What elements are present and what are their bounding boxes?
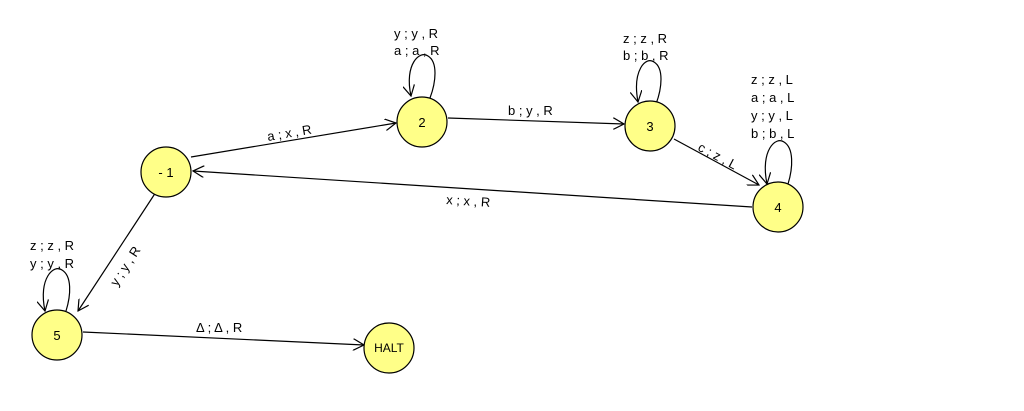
transition-label: b ; b , R bbox=[623, 48, 669, 63]
transition-3-to-3-loop: z ; z , R b ; b , R bbox=[623, 31, 669, 105]
state-label: 4 bbox=[774, 200, 781, 215]
transition-label: y ; y , R bbox=[30, 256, 74, 271]
transition-label: z ; z , R bbox=[623, 31, 667, 46]
transition-2-to-2-loop: y ; y , R a ; a , R bbox=[394, 26, 440, 99]
transition-label: y ; y , R bbox=[394, 26, 438, 41]
transition-label: x ; x , R bbox=[446, 192, 491, 210]
transition-5-to-5-loop: z ; z , R y ; y , R bbox=[30, 238, 74, 311]
state-label: 3 bbox=[646, 119, 653, 134]
transition-4-to-4-loop: z ; z , L a ; a , L y ; y , L b ; b , L bbox=[751, 72, 794, 184]
state-label: 2 bbox=[418, 115, 425, 130]
transition-label: y ; y , L bbox=[751, 108, 793, 123]
transition-label: b ; b , L bbox=[751, 126, 794, 141]
transition-label: a ; x , R bbox=[266, 122, 313, 144]
transition-4-to-1: x ; x , R bbox=[193, 171, 753, 210]
transition-1-to-2: a ; x , R bbox=[190, 122, 396, 158]
transition-label: z ; z , L bbox=[751, 72, 793, 87]
transition-label: Δ ; Δ , R bbox=[196, 320, 242, 335]
transition-label: y ; y , R bbox=[107, 244, 144, 289]
state-halt[interactable]: HALT bbox=[363, 322, 415, 374]
state-3[interactable]: 3 bbox=[624, 100, 676, 152]
state-4[interactable]: 4 bbox=[752, 181, 804, 233]
transition-label: a ; a , L bbox=[751, 90, 794, 105]
state-1[interactable]: - 1 bbox=[140, 146, 192, 198]
transition-label: c ; z , L bbox=[696, 139, 740, 172]
state-2[interactable]: 2 bbox=[396, 96, 448, 148]
transition-5-to-halt: Δ ; Δ , R bbox=[82, 320, 364, 345]
state-label: - 1 bbox=[158, 165, 173, 180]
state-5[interactable]: 5 bbox=[31, 309, 83, 361]
transition-2-to-3: b ; y , R bbox=[447, 103, 624, 124]
transition-3-to-4: c ; z , L bbox=[673, 138, 759, 185]
state-label: 5 bbox=[53, 328, 60, 343]
transition-label: z ; z , R bbox=[30, 238, 74, 253]
transition-label: a ; a , R bbox=[394, 43, 440, 58]
transition-label: b ; y , R bbox=[508, 103, 553, 118]
transition-1-to-5: y ; y , R bbox=[78, 191, 157, 311]
state-label: HALT bbox=[374, 341, 404, 355]
